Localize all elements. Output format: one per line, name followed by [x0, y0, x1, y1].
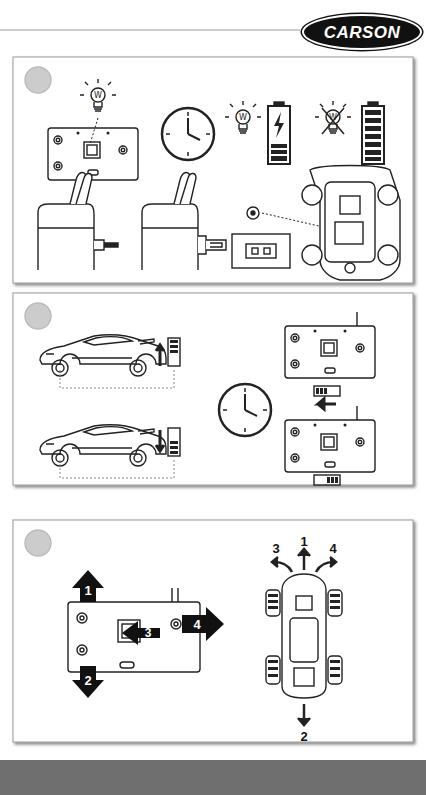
logo-badge: CARSON [302, 14, 422, 50]
callout-number: 4 [193, 618, 200, 631]
callout-number: 2 [300, 730, 307, 743]
callout-number: 1 [84, 584, 91, 597]
callout-number: 2 [84, 674, 91, 687]
callout-number: 4 [329, 542, 336, 555]
callout-number: 3 [272, 542, 279, 555]
logo-text: CARSON [324, 24, 401, 41]
callout-number: 1 [300, 535, 307, 548]
callout-number: 3 [145, 627, 152, 639]
